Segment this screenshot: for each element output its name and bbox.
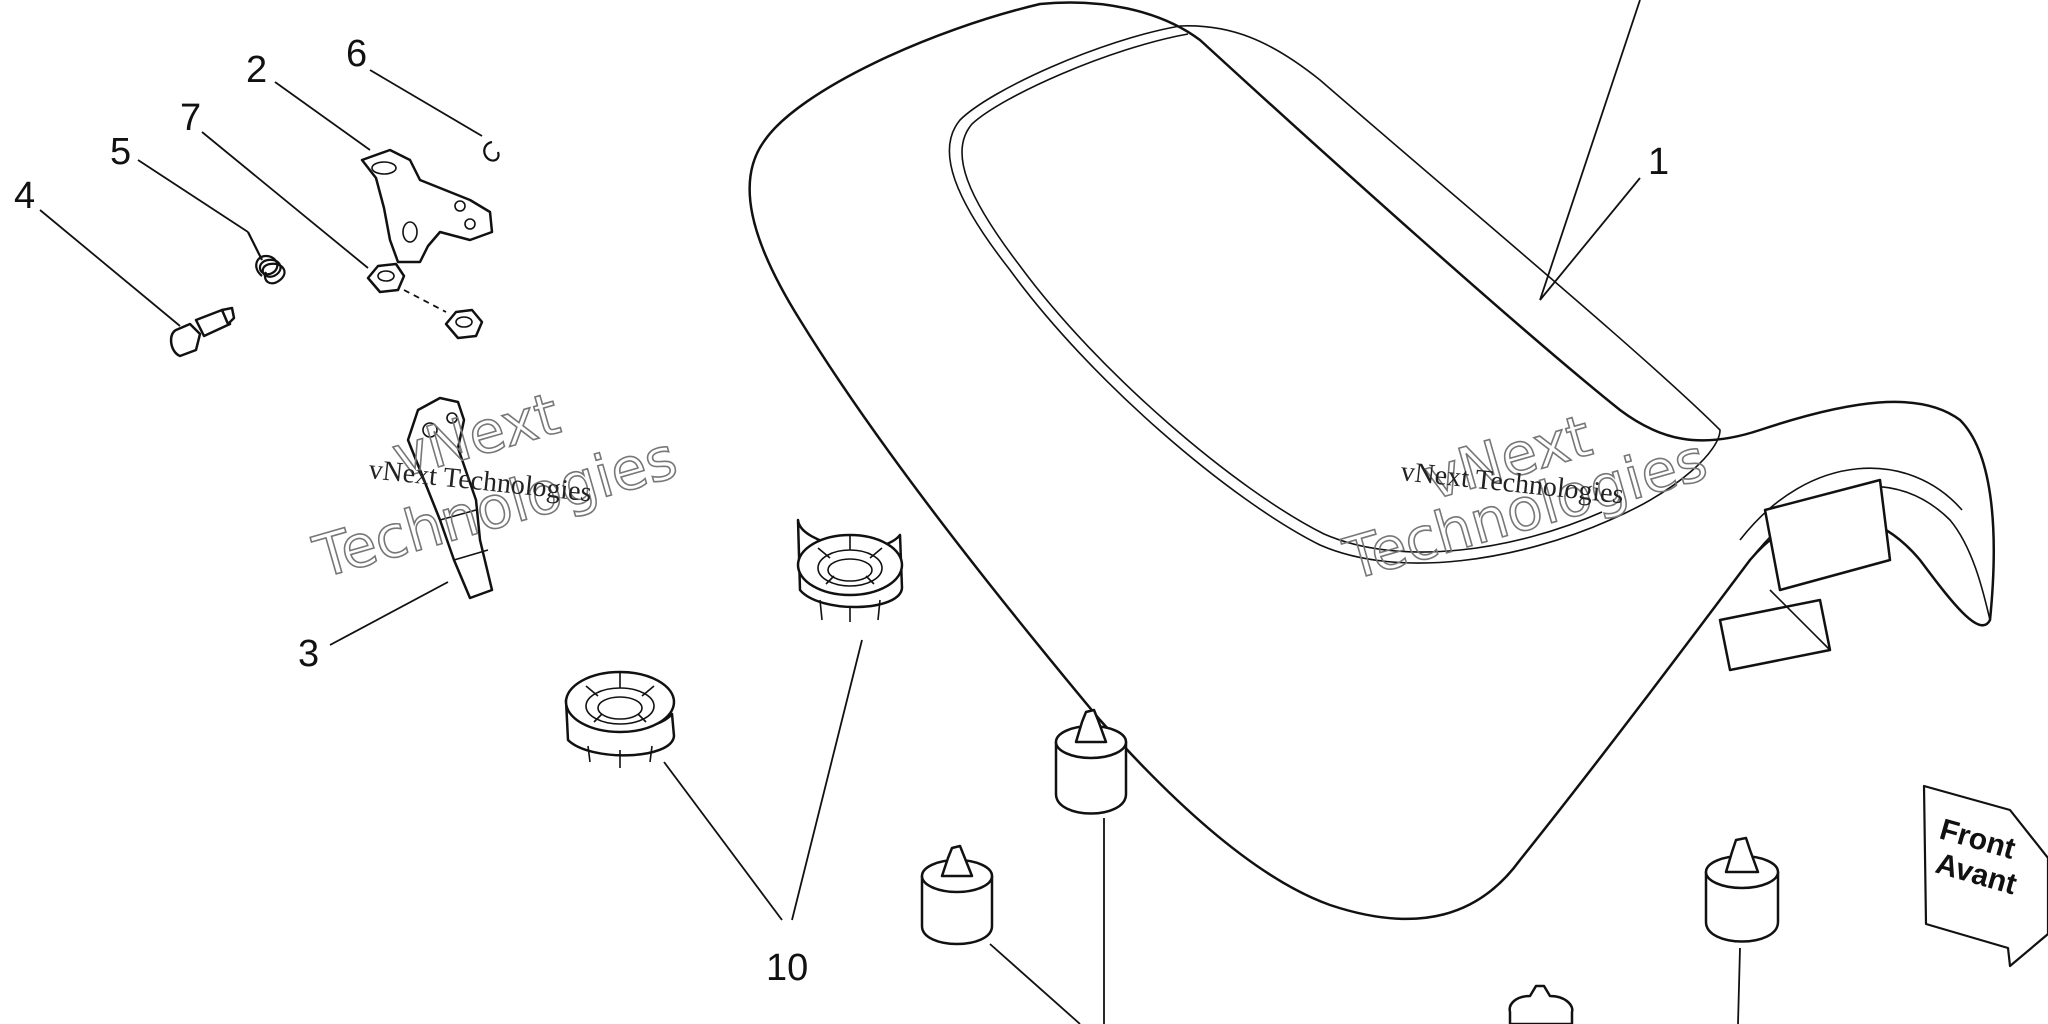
callout-7: 7	[180, 97, 201, 139]
callout-1: 1	[1648, 141, 1669, 183]
bumper-part-a	[1054, 708, 1128, 815]
leader-6	[369, 69, 483, 137]
leader-5	[137, 159, 249, 233]
callout-5: 5	[110, 131, 131, 173]
leader-4	[39, 209, 181, 327]
nut-part-b	[444, 308, 484, 340]
callout-6: 6	[346, 33, 367, 75]
latch-lever-part	[406, 396, 494, 600]
spring-part	[247, 231, 286, 285]
leader-7-dash	[403, 289, 447, 313]
bumper-part-c	[1704, 836, 1780, 943]
watermark-left: vNext Technologies vNext Technologies	[305, 379, 684, 593]
callout-10: 10	[766, 947, 808, 989]
front-direction-arrow: Front Avant	[1922, 784, 2048, 968]
bracket-part	[360, 148, 494, 264]
leader-3	[329, 581, 449, 646]
bumper-part-d	[1508, 984, 1574, 1024]
leader-2	[274, 81, 371, 151]
clip-part	[483, 140, 500, 162]
callout-4: 4	[14, 175, 35, 217]
leader-10-b	[791, 639, 863, 921]
leader-7	[201, 131, 369, 269]
nut-part-a	[366, 262, 406, 294]
leader-10-a	[663, 761, 783, 921]
callout-2: 2	[246, 49, 267, 91]
leader-1	[1539, 177, 1641, 301]
bumper-part-b	[920, 844, 994, 946]
grommet-part-upper	[796, 518, 904, 622]
leader-bumper-b	[989, 943, 1081, 1024]
callout-3: 3	[298, 633, 319, 675]
grommet-part-lower	[564, 670, 676, 768]
seat-part	[748, 0, 1995, 921]
pin-part	[169, 306, 236, 358]
leader-bumper-c	[1737, 947, 1741, 1024]
